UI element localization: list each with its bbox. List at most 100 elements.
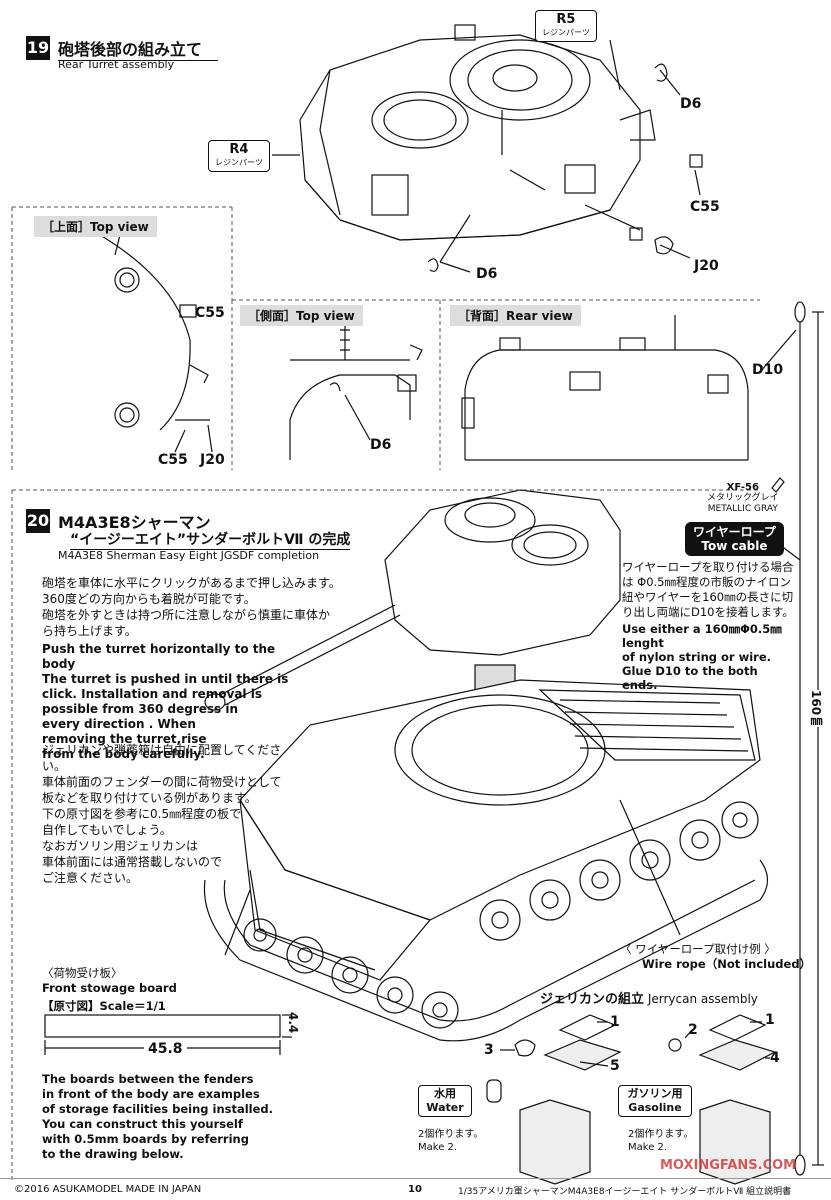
rear-view-drawing xyxy=(461,315,749,461)
turret-note-en-line: from the body carefully. xyxy=(42,747,205,761)
jerrycan-note-jp-line: 板などを取り付けている例があります。 xyxy=(42,791,257,805)
turret-note-en-line: The turret is pushed in until there is xyxy=(42,672,289,686)
turret-note-jp-line: ら持ち上げます。 xyxy=(42,624,137,638)
stowage-board-heading: 〈荷物受け板〉 Front stowage board xyxy=(42,966,177,996)
gasoline-make-jp: 2個作ります。 xyxy=(628,1129,694,1140)
jerrycan-part-4: 4 xyxy=(770,1050,780,1066)
step20-title-en: M4A3E8 Sherman Easy Eight JGSDF completi… xyxy=(58,549,320,562)
wire-example-en: Wire rope（Not included） xyxy=(642,957,812,971)
top-view-c55-b: C55 xyxy=(158,452,188,468)
tow-cable-badge: ワイヤーロープ Tow cable xyxy=(685,522,784,556)
water-make-jp: 2個作ります。 xyxy=(418,1129,484,1140)
step20-title-jp: M4A3E8シャーマン xyxy=(58,513,211,532)
tow-note-jp-line: は Φ0.5㎜程度の市販のナイロン xyxy=(622,575,791,589)
part-label-d6-bottom: D6 xyxy=(476,266,498,282)
tow-note-jp: ワイヤーロープを取り付ける場合 は Φ0.5㎜程度の市販のナイロン 紐やワイヤー… xyxy=(622,560,797,620)
stowage-board-en: Front stowage board xyxy=(42,981,177,995)
jerrycan-assembly-title: ジェリカンの組立 Jerrycan assembly xyxy=(540,988,758,1007)
paint-code: XF-56 xyxy=(726,482,759,493)
part-label-j20: J20 xyxy=(694,258,719,274)
footer-page-number: 10 xyxy=(408,1184,422,1195)
turret-note-en-line: possible from 360 degress in xyxy=(42,702,239,716)
wire-example: 〈 ワイヤーロープ取付け例 〉 Wire rope（Not included） xyxy=(620,942,811,972)
step20-title-jp2: “イージーエイト”サンダーボルトⅦ の完成 xyxy=(70,529,351,550)
tow-note-jp-line: り出し両端にD10を接着します。 xyxy=(622,605,794,619)
jerrycan-title-jp: ジェリカンの組立 xyxy=(540,992,645,1007)
turret-rear-drawing xyxy=(299,24,656,241)
paint-name-en: METALLIC GRAY xyxy=(707,504,778,514)
water-jp: 水用 xyxy=(434,1087,456,1100)
gasoline-make: 2個作ります。 Make 2. xyxy=(628,1128,693,1154)
tow-cable-drawing xyxy=(759,301,806,1176)
water-badge: 水用 Water xyxy=(418,1085,472,1117)
jerrycan-note-jp: ジェリカンや弾薬箱は自由に配置してください。 車体前面のフェンダーの間に荷物受け… xyxy=(42,742,302,886)
jerrycan-note-jp-line: 自作してもいでしょう。 xyxy=(42,823,172,837)
jerrycan-note-jp-line: 車体前面のフェンダーの間に荷物受けとして xyxy=(42,775,282,789)
watermark: MOXINGFANS.COM xyxy=(660,1158,797,1173)
tow-note-jp-line: ワイヤーロープを取り付ける場合 xyxy=(622,560,794,574)
paint-name-jp: メタリックグレイ xyxy=(707,493,779,503)
jerrycan-title-en: Jerrycan assembly xyxy=(647,992,758,1006)
rear-view-label: ［背面］Rear view xyxy=(450,305,581,326)
jerrycan-note-jp-line: 車体前面には通常搭載しないので xyxy=(42,855,223,869)
tow-note-en-line: of nylon string or wire. xyxy=(622,650,771,664)
tow-note-en-line: Use either a 160㎜Φ0.5㎜ lenght xyxy=(622,622,782,650)
board-note-line: You can construct this yourself xyxy=(42,1117,243,1131)
tow-note-en: Use either a 160㎜Φ0.5㎜ lenght of nylon s… xyxy=(622,622,797,692)
turret-note-en-line: click. Installation and removal is xyxy=(42,687,262,701)
stowage-board-jp: 〈荷物受け板〉 xyxy=(42,966,123,980)
tag-r5-sub: レジンパーツ xyxy=(542,28,590,37)
part-label-d6: D6 xyxy=(680,96,702,112)
tow-badge-en: Tow cable xyxy=(701,539,768,553)
turret-note-jp-line: 砲塔を外すときは持つ所に注意しながら慎重に車体か xyxy=(42,608,331,622)
jerrycan-note-jp-line: ジェリカンや弾薬箱は自由に配置してください。 xyxy=(42,743,282,773)
jerrycan-part-2: 2 xyxy=(688,1022,698,1038)
turret-note-en-line: Push the turret horizontally to the body xyxy=(42,642,276,671)
stowage-board-width: 45.8 xyxy=(144,1041,187,1057)
footer-divider xyxy=(0,1178,831,1179)
gasoline-make-en: Make 2. xyxy=(628,1142,668,1153)
tag-r4-code: R4 xyxy=(229,142,249,157)
gasoline-jp: ガソリン用 xyxy=(627,1087,683,1100)
side-view-drawing xyxy=(289,310,423,460)
jerrycan-part-1: 1 xyxy=(610,1014,620,1030)
tag-r4: R4 レジンパーツ xyxy=(208,140,270,172)
tow-note-jp-line: 紐やワイヤーを160㎜の長さに切 xyxy=(622,590,794,604)
jerrycan-part-1b: 1 xyxy=(765,1012,775,1028)
board-note-line: to the drawing below. xyxy=(42,1147,184,1161)
turret-note-jp: 砲塔を車体に水平にクリックがあるまで押し込みます。 360度どの方向からも着脱が… xyxy=(42,575,382,639)
turret-note-en-line: every direction . When xyxy=(42,717,196,731)
board-note-line: The boards between the fenders xyxy=(42,1072,254,1086)
step-number-20: 20 xyxy=(26,509,50,533)
turret-note-en: Push the turret horizontally to the body… xyxy=(42,642,312,762)
step19-title-en: Rear Turret assembly xyxy=(58,58,175,71)
length-label: 160㎜ xyxy=(808,690,825,728)
tag-r4-sub: レジンパーツ xyxy=(215,158,263,167)
top-view-c55: C55 xyxy=(195,305,225,321)
water-en: Water xyxy=(426,1101,464,1114)
water-make-en: Make 2. xyxy=(418,1142,458,1153)
side-view-label: ［側面］Top view xyxy=(240,305,363,326)
part-label-d10: D10 xyxy=(752,362,784,378)
water-make: 2個作ります。 Make 2. xyxy=(418,1128,483,1154)
board-note-line: with 0.5mm boards by referring xyxy=(42,1132,249,1146)
side-view-d6: D6 xyxy=(370,437,392,453)
turret-note-jp-line: 360度どの方向からも着脱が可能です。 xyxy=(42,592,256,606)
gasoline-badge: ガソリン用 Gasoline xyxy=(618,1085,692,1117)
wire-example-jp: 〈 ワイヤーロープ取付け例 〉 xyxy=(620,942,776,956)
board-note-line: in front of the body are examples xyxy=(42,1087,260,1101)
tow-badge-jp: ワイヤーロープ xyxy=(693,525,776,539)
turret-note-en-line: removing the turret,rise xyxy=(42,732,207,746)
stowage-board-height: 4.4 xyxy=(286,1012,300,1034)
tag-r5: R5 レジンパーツ xyxy=(535,10,597,42)
tow-note-en-line: Glue D10 to the both ends. xyxy=(622,664,758,692)
jerrycan-note-jp-line: 下の原寸図を参考に0.5㎜程度の板で xyxy=(42,807,242,821)
stowage-board-scale: 【原寸図】Scale＝1/1 xyxy=(42,999,166,1013)
step19-title-jp: 砲塔後部の組み立て xyxy=(58,36,218,61)
length-dimension xyxy=(812,311,824,1166)
part-label-c55: C55 xyxy=(690,199,720,215)
gasoline-en: Gasoline xyxy=(628,1101,682,1114)
jerrycan-drawings xyxy=(486,1014,777,1185)
top-view-drawing xyxy=(99,234,213,453)
